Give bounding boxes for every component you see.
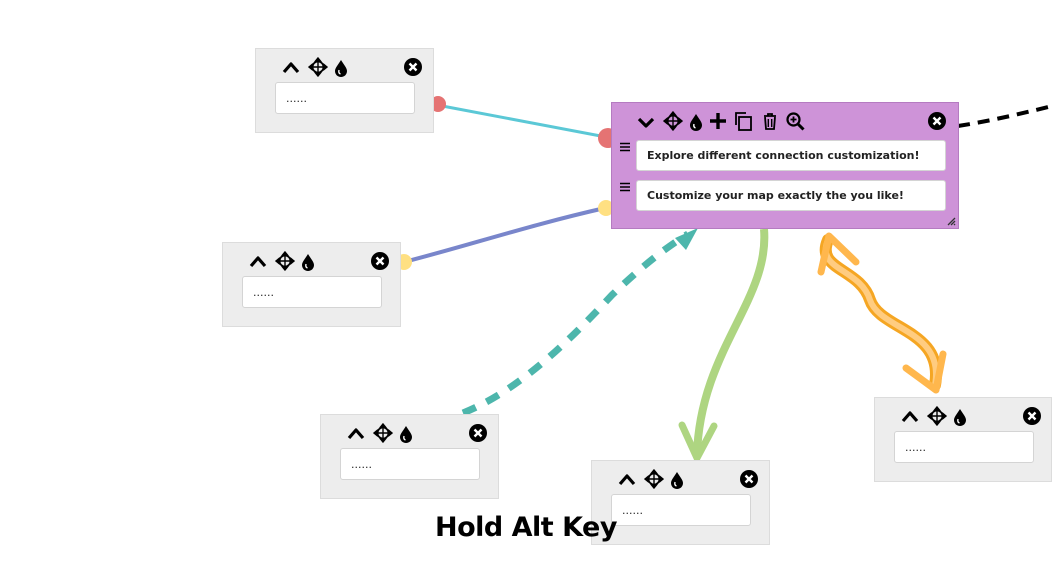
- move-icon[interactable]: [644, 469, 664, 489]
- plus-icon[interactable]: [708, 111, 728, 131]
- drop-icon[interactable]: [667, 470, 687, 490]
- drop-icon[interactable]: [950, 407, 970, 427]
- node-selected[interactable]: Explore different connection customizati…: [611, 102, 959, 229]
- zoom-in-icon[interactable]: [785, 111, 805, 131]
- chevron-up-icon[interactable]: [248, 252, 268, 272]
- link-orange-arrowhead-bottom: [902, 350, 947, 394]
- drag-handle-icon[interactable]: [620, 182, 630, 192]
- chevron-up-icon[interactable]: [281, 58, 301, 78]
- drop-icon[interactable]: [298, 252, 318, 272]
- chevron-up-icon[interactable]: [346, 424, 366, 444]
- resize-handle-icon[interactable]: [947, 217, 956, 226]
- trash-icon[interactable]: [760, 111, 780, 131]
- link-teal-dashed[interactable]: [461, 231, 690, 417]
- move-icon[interactable]: [927, 406, 947, 426]
- close-icon[interactable]: [739, 469, 759, 489]
- node-right[interactable]: ......: [874, 397, 1052, 482]
- move-icon[interactable]: [663, 111, 683, 131]
- link-green-arrowhead: [678, 421, 718, 466]
- link-orange[interactable]: [822, 237, 940, 388]
- drop-icon[interactable]: [331, 58, 351, 78]
- node-text-field[interactable]: ......: [275, 82, 415, 114]
- close-icon[interactable]: [1022, 406, 1042, 426]
- chevron-up-icon[interactable]: [617, 470, 637, 490]
- chevron-down-icon[interactable]: [636, 112, 656, 132]
- node-text-field[interactable]: ......: [611, 494, 751, 526]
- node-mid-left[interactable]: ......: [222, 242, 401, 327]
- close-icon[interactable]: [468, 423, 488, 443]
- copy-icon[interactable]: [733, 111, 753, 131]
- node-bottom-left[interactable]: ......: [320, 414, 499, 499]
- anchor-top-left-node[interactable]: [430, 96, 446, 112]
- link-orange-arrowhead-top: [817, 232, 860, 276]
- node-bottom-center[interactable]: ......: [591, 460, 770, 545]
- anchor-selected-left-yellow[interactable]: [598, 200, 614, 216]
- close-icon[interactable]: [403, 57, 423, 77]
- chevron-up-icon[interactable]: [900, 407, 920, 427]
- caption-text: Hold Alt Key: [435, 512, 617, 543]
- item-text-field[interactable]: Customize your map exactly the you like!: [636, 180, 946, 211]
- link-black-dashed[interactable]: [957, 104, 1052, 128]
- drop-icon[interactable]: [686, 112, 706, 132]
- node-top-left[interactable]: ......: [255, 48, 434, 133]
- drag-handle-icon[interactable]: [620, 142, 630, 152]
- node-text-field[interactable]: ......: [894, 431, 1034, 463]
- link-indigo[interactable]: [403, 206, 606, 264]
- item-text-field[interactable]: Explore different connection customizati…: [636, 140, 946, 171]
- drop-icon[interactable]: [396, 424, 416, 444]
- link-cyan[interactable]: [436, 103, 607, 139]
- close-icon[interactable]: [370, 251, 390, 271]
- move-icon[interactable]: [308, 57, 328, 77]
- move-icon[interactable]: [373, 423, 393, 443]
- node-text-field[interactable]: ......: [340, 448, 480, 480]
- link-teal-arrowhead: [675, 228, 698, 250]
- close-icon[interactable]: [927, 111, 947, 131]
- link-green[interactable]: [693, 228, 769, 456]
- node-text-field[interactable]: ......: [242, 276, 382, 308]
- move-icon[interactable]: [275, 251, 295, 271]
